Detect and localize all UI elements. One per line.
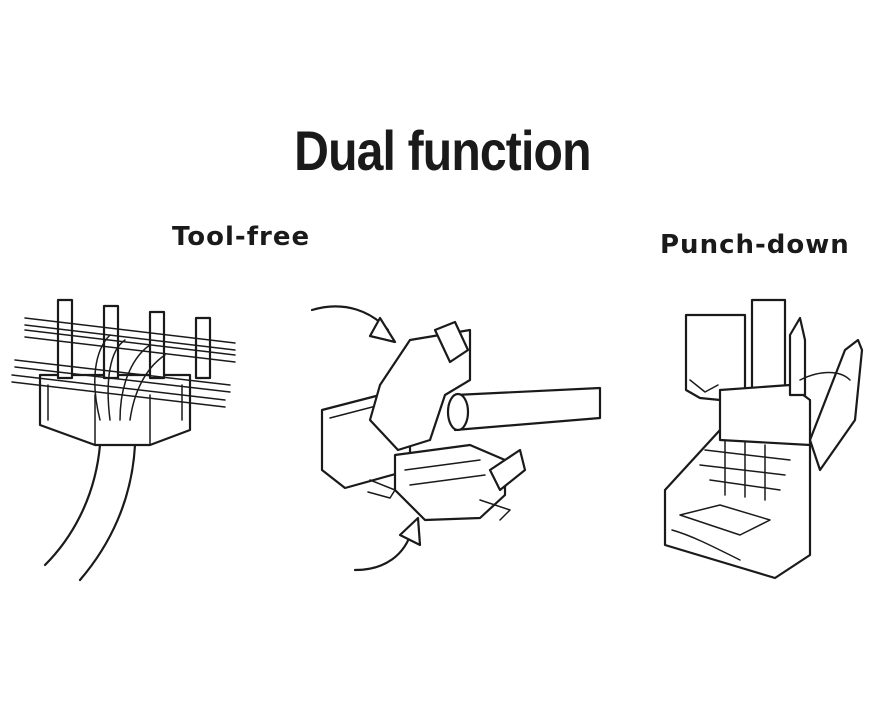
closing-arrows-icon: [310, 305, 422, 572]
punch-down-label: Punch-down: [660, 230, 850, 260]
keystone-jack-icon: [320, 320, 602, 522]
tool-free-label: Tool-free: [172, 222, 311, 252]
wire-fan-icon: [11, 298, 236, 582]
diagram-title: Dual function: [294, 119, 591, 182]
punch-down-jack-icon: [663, 316, 864, 580]
